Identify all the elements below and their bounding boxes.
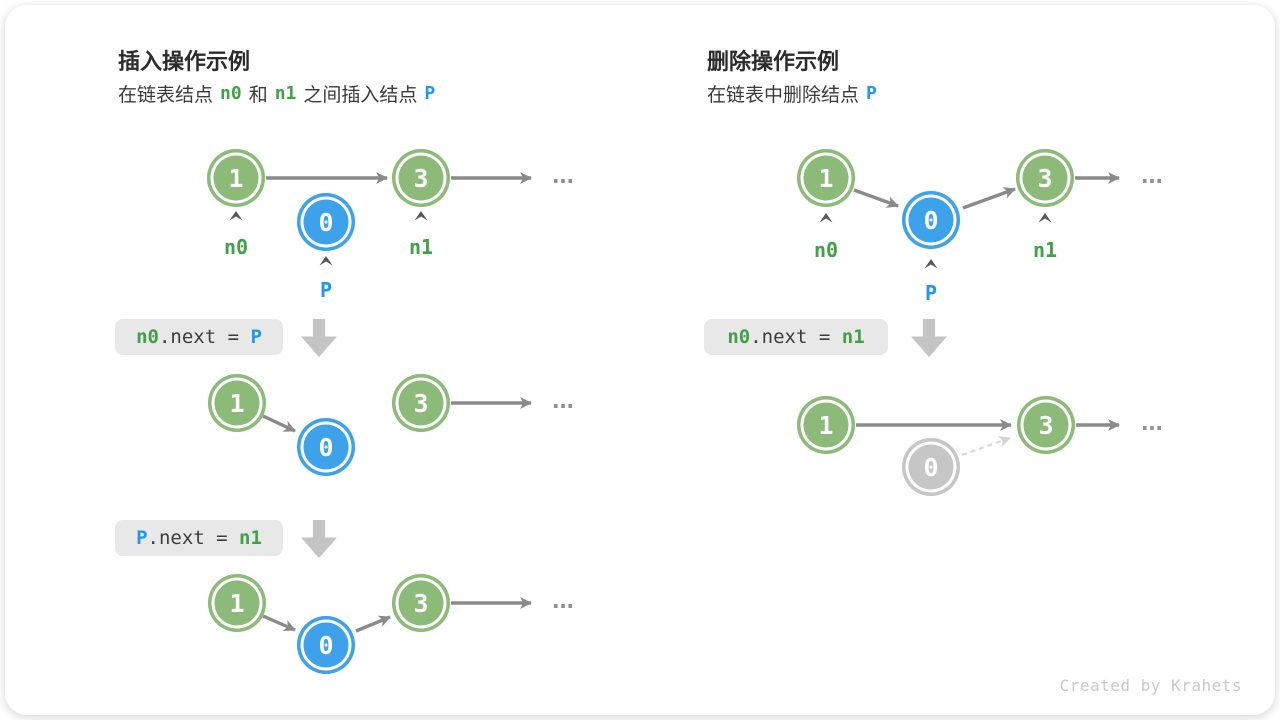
code-badge-delete-step1: n0.next = n1 [704, 319, 888, 355]
ellipsis-dots: ... [549, 589, 572, 614]
caret-up-icon [319, 256, 333, 266]
insert-section-title: 插入操作示例 [118, 50, 251, 75]
caret-up-icon [414, 211, 428, 221]
node-value: 1 [229, 588, 245, 618]
code-badge-insert-step2: P.next = n1 [115, 520, 283, 556]
arrow-insert3-n0-to-p [262, 614, 296, 632]
caret-up-icon [1038, 213, 1052, 223]
node-value: 0 [318, 432, 334, 462]
pointer-label-n0: n0 [223, 235, 249, 259]
code-token-n0: n0 [727, 326, 751, 348]
delete1-node-n1: 3 [1016, 149, 1074, 207]
node-value: 0 [318, 630, 334, 660]
insert-subtitle-text-1: 在链表结点 [118, 84, 214, 106]
arrow-insert2-n0-to-p [262, 414, 296, 433]
node-value: 1 [818, 163, 834, 193]
code-token-n0: n0 [136, 326, 159, 348]
code-token-n1: n1 [841, 326, 865, 348]
delete-subtitle-text-1: 在链表中删除结点 [707, 84, 860, 106]
code-token-p: P [250, 326, 262, 348]
credit-text: Created by Krahets [1059, 676, 1242, 695]
insert-subtitle-token-p: P [424, 83, 436, 104]
insert2-node-p: 0 [297, 418, 355, 476]
pointer-label-p: P [924, 281, 938, 305]
node-value: 3 [413, 388, 429, 418]
insert1-node-p: 0 [297, 193, 355, 251]
node-value: 0 [923, 205, 939, 235]
pointer-label-n1: n1 [1032, 238, 1058, 262]
code-token-next: .next = [750, 326, 842, 348]
caret-up-icon [819, 213, 833, 223]
ellipsis-dots: ... [549, 164, 572, 189]
insert1-node-n0: 1 [207, 149, 265, 207]
insert2-node-n0: 1 [208, 374, 266, 432]
arrow-insert3-p-to-n1 [355, 615, 391, 633]
ellipsis-dots: ... [1138, 411, 1161, 436]
pointer-label-n0: n0 [813, 238, 839, 262]
code-token-next: .next = [158, 326, 251, 348]
node-value: 3 [413, 588, 429, 618]
delete-subtitle-token-p: P [866, 83, 877, 104]
insert-subtitle-text-3: 之间插入结点 [303, 84, 418, 106]
node-value: 1 [229, 388, 245, 418]
delete-section-subtitle: 在链表中删除结点 P [707, 80, 884, 107]
node-value: 1 [818, 410, 834, 440]
insert-subtitle-text-2: 和 [248, 84, 268, 106]
code-token-n1: n1 [239, 527, 262, 549]
insert3-node-p: 0 [297, 616, 355, 674]
caret-up-icon [229, 211, 243, 221]
caret-up-icon [924, 259, 938, 269]
node-value: 3 [1037, 163, 1053, 193]
insert3-node-n1: 3 [392, 574, 450, 632]
insert3-node-n0: 1 [208, 574, 266, 632]
code-badge-insert-step1: n0.next = P [115, 319, 283, 355]
insert-section-subtitle: 在链表结点 n0 和 n1 之间插入结点 P [118, 80, 442, 107]
delete1-node-p: 0 [902, 191, 960, 249]
node-value: 0 [923, 452, 939, 482]
insert-subtitle-token-n1: n1 [274, 83, 297, 104]
insert2-node-n1: 3 [392, 374, 450, 432]
node-value: 0 [318, 207, 334, 237]
code-token-p: P [136, 527, 148, 549]
node-value: 1 [228, 163, 244, 193]
delete-section-title: 删除操作示例 [707, 50, 840, 75]
arrow-delete1-p-to-n1 [962, 187, 1016, 210]
pointer-label-p: P [319, 278, 333, 302]
delete2-node-n0: 1 [797, 396, 855, 454]
delete2-node-p-removed: 0 [902, 438, 960, 496]
insert1-node-n1: 3 [392, 149, 450, 207]
ellipsis-dots: ... [549, 389, 572, 414]
ellipsis-dots: ... [1138, 164, 1161, 189]
pointer-label-n1: n1 [408, 235, 434, 259]
node-value: 3 [413, 163, 429, 193]
node-value: 3 [1038, 410, 1054, 440]
arrow-delete1-n0-to-p [853, 188, 899, 208]
delete1-node-n0: 1 [797, 149, 855, 207]
insert-subtitle-token-n0: n0 [220, 83, 242, 104]
arrow-delete2-removed-p-to-n1-dashed [961, 436, 1011, 457]
delete2-node-n1: 3 [1017, 396, 1075, 454]
code-token-next: .next = [147, 527, 240, 549]
